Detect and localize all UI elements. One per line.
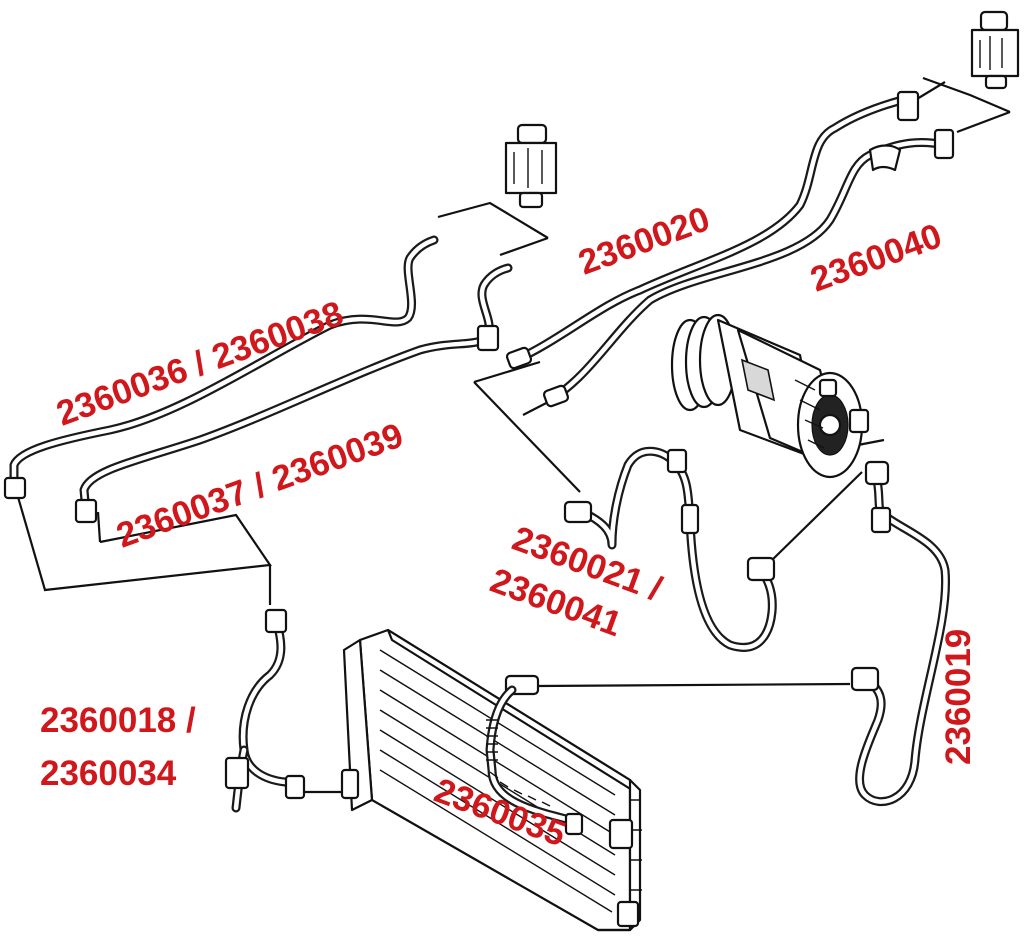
- hose-2360036: [3, 235, 439, 500]
- compressor: [670, 313, 870, 479]
- expansion-valve-middle: [504, 123, 558, 209]
- hose-2360021: [563, 446, 777, 652]
- hose-2360037: [74, 263, 513, 524]
- label-2360037-2360039: 2360037 / 2360039: [111, 416, 408, 556]
- receiver-drier: [485, 674, 584, 836]
- hose-2360020: [505, 90, 920, 370]
- hose-2360019: [850, 460, 951, 807]
- label-2360034-line2: 2360034: [40, 754, 177, 793]
- expansion-valve-top-right: [970, 10, 1020, 90]
- label-2360036-2360038: 2360036 / 2360038: [51, 294, 348, 434]
- leader-lines: [16, 76, 1011, 834]
- hose-2360018: [224, 608, 306, 813]
- hose-2360040: [542, 128, 955, 408]
- label-2360019: 2360019: [939, 629, 978, 765]
- label-2360018-line1: 2360018 /: [40, 701, 196, 740]
